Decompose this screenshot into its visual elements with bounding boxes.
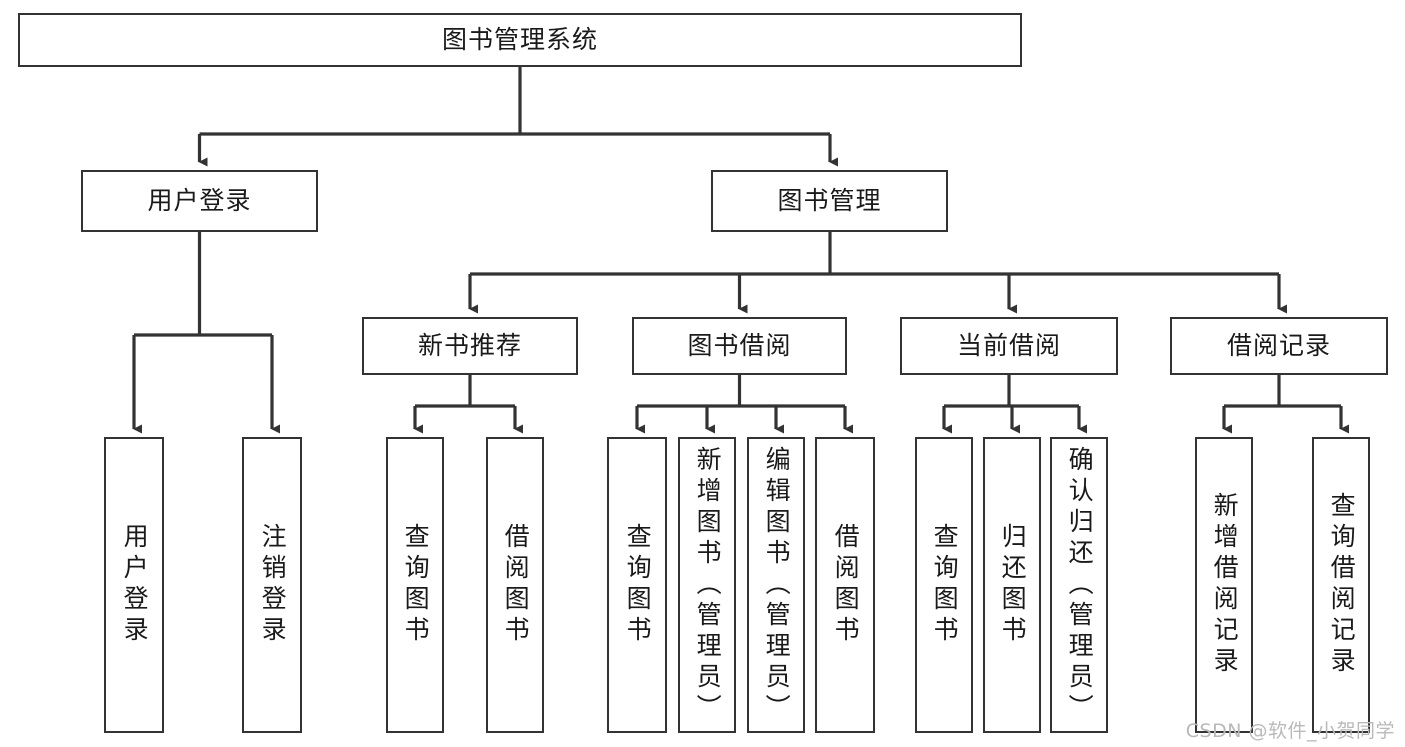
node-label: 借阅图书: [831, 523, 861, 647]
node-label: 新增图书（管理员）: [693, 445, 723, 725]
leaf-borrow-lend-book[interactable]: 借阅图书: [815, 437, 875, 733]
leaf-record-query-record[interactable]: 查询借阅记录: [1312, 437, 1370, 733]
node-label: 新书推荐: [417, 331, 522, 361]
leaf-current-confirm-return-admin[interactable]: 确认归还（管理员）: [1050, 437, 1108, 733]
leaf-current-return-book[interactable]: 归还图书: [983, 437, 1041, 733]
node-label: 图书借阅: [687, 331, 792, 361]
leaf-newbook-query-book[interactable]: 查询图书: [386, 437, 444, 733]
node-label: 查询图书: [401, 523, 431, 647]
node-book-borrow[interactable]: 图书借阅: [632, 317, 847, 375]
node-label: 注销登录: [258, 523, 288, 647]
node-current-borrow[interactable]: 当前借阅: [900, 317, 1118, 375]
node-new-book-recommend[interactable]: 新书推荐: [362, 317, 578, 375]
node-label: 图书管理系统: [441, 25, 598, 55]
leaf-borrow-query-book[interactable]: 查询图书: [607, 437, 667, 733]
node-label: 图书管理: [777, 186, 882, 216]
leaf-borrow-edit-book-admin[interactable]: 编辑图书（管理员）: [747, 437, 805, 733]
csdn-watermark: CSDN @软件_小贺同学: [1185, 720, 1395, 742]
node-label: 确认归还（管理员）: [1065, 445, 1095, 725]
leaf-newbook-borrow-book[interactable]: 借阅图书: [486, 437, 544, 733]
node-label: 用户登录: [120, 523, 150, 647]
leaf-user-login[interactable]: 用户登录: [104, 437, 164, 733]
leaf-logout[interactable]: 注销登录: [242, 437, 302, 733]
node-user-login[interactable]: 用户登录: [81, 170, 318, 232]
node-label: 查询图书: [930, 523, 960, 647]
node-label: 查询图书: [623, 523, 653, 647]
node-label: 归还图书: [998, 523, 1028, 647]
node-book-management[interactable]: 图书管理: [711, 170, 948, 232]
node-label: 查询借阅记录: [1327, 492, 1357, 678]
leaf-borrow-add-book-admin[interactable]: 新增图书（管理员）: [678, 437, 736, 733]
node-label: 新增借阅记录: [1210, 492, 1240, 678]
node-root-system[interactable]: 图书管理系统: [18, 13, 1022, 67]
node-label: 借阅记录: [1226, 331, 1331, 361]
leaf-record-add-record[interactable]: 新增借阅记录: [1195, 437, 1253, 733]
node-label: 用户登录: [147, 186, 252, 216]
node-label: 编辑图书（管理员）: [762, 445, 792, 725]
node-label: 借阅图书: [501, 523, 531, 647]
node-borrow-record[interactable]: 借阅记录: [1170, 317, 1388, 375]
node-label: 当前借阅: [956, 331, 1061, 361]
leaf-current-query-book[interactable]: 查询图书: [915, 437, 973, 733]
